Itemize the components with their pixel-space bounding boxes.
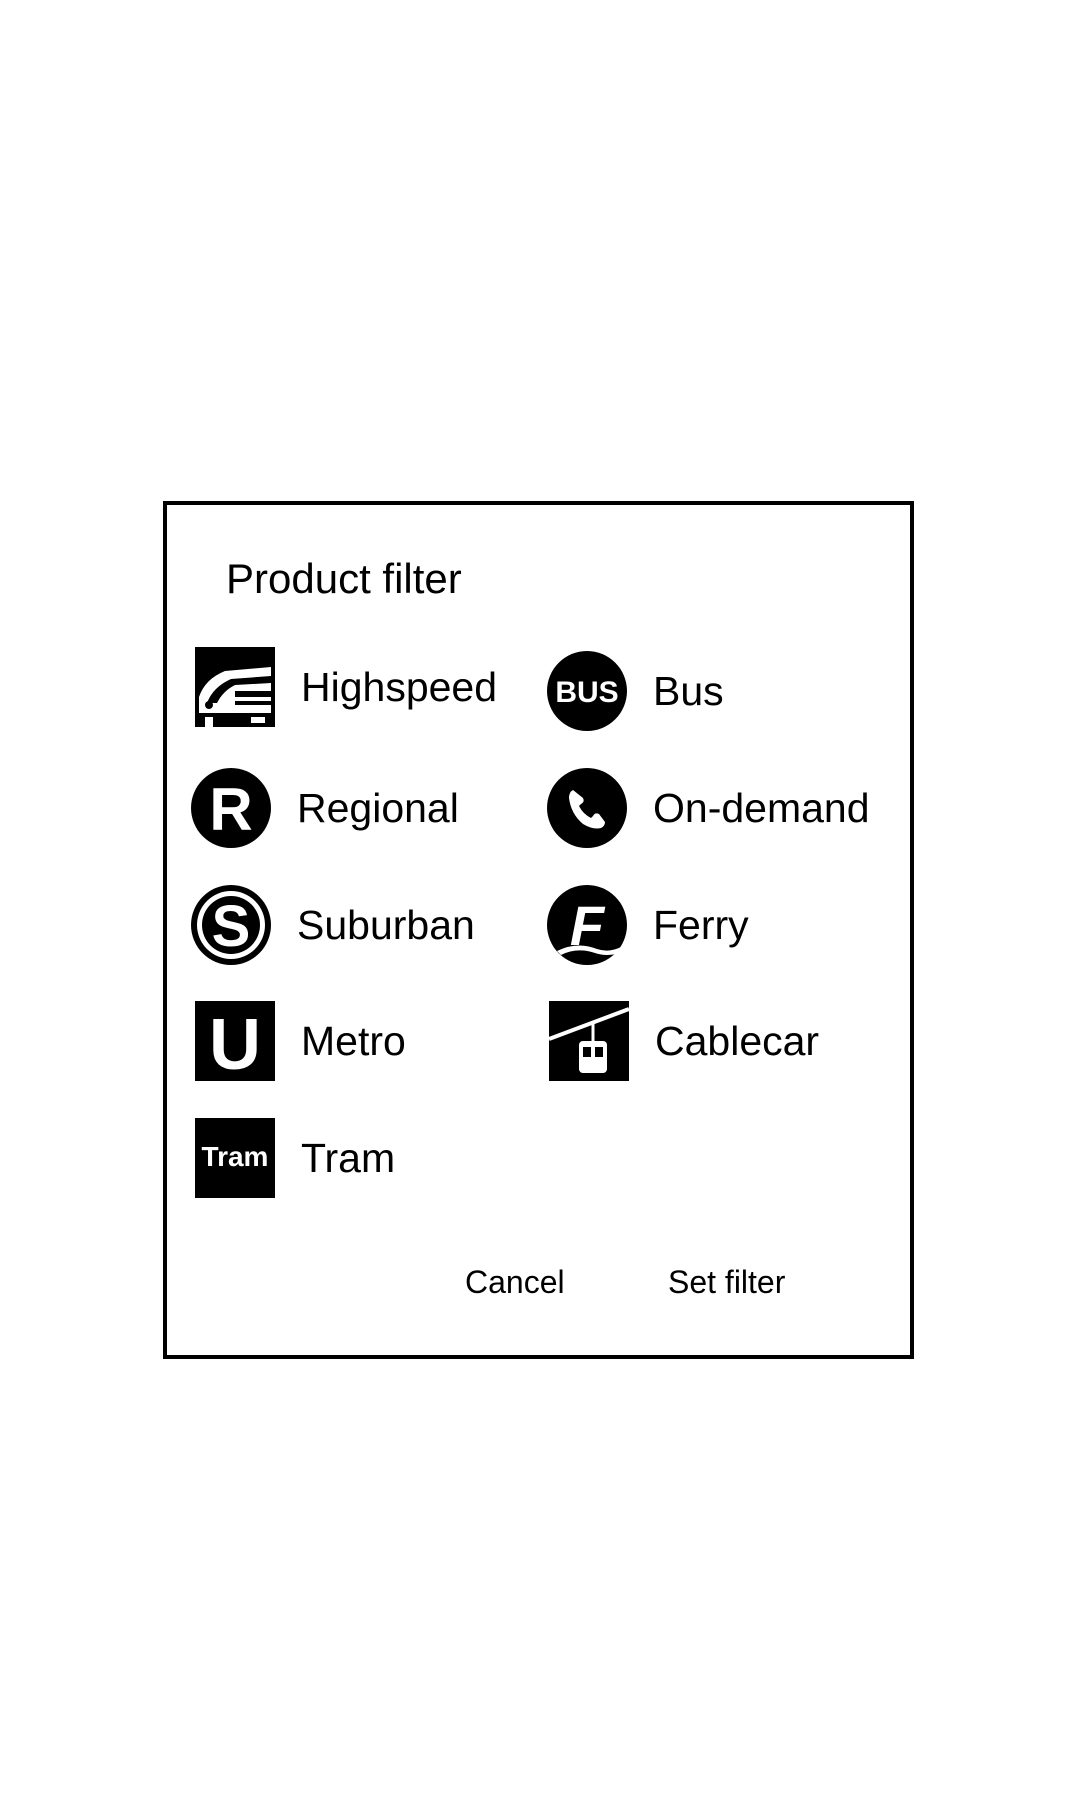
product-label: Metro — [301, 1018, 406, 1064]
product-item-metro[interactable]: U Metro — [195, 1001, 406, 1081]
product-filter-dialog — [163, 501, 914, 1359]
product-item-regional[interactable]: R Regional — [191, 768, 459, 848]
svg-text:U: U — [209, 1005, 261, 1081]
cablecar-icon — [549, 1001, 629, 1081]
product-label: Ferry — [653, 902, 749, 948]
product-label: Bus — [653, 668, 724, 714]
product-label: Cablecar — [655, 1018, 820, 1064]
highspeed-train-icon — [195, 647, 275, 727]
product-label: Highspeed — [301, 664, 498, 710]
regional-train-icon: R — [191, 768, 271, 848]
product-item-ferry[interactable]: F Ferry — [547, 885, 749, 965]
product-item-on-demand[interactable]: On-demand — [547, 768, 870, 848]
product-label: Regional — [297, 785, 459, 831]
suburban-train-icon: S — [191, 885, 271, 965]
tram-icon: Tram — [195, 1118, 275, 1198]
metro-icon: U — [195, 1001, 275, 1081]
phone-icon — [547, 768, 627, 848]
product-item-tram[interactable]: Tram Tram — [195, 1118, 395, 1198]
product-item-cablecar[interactable]: Cablecar — [549, 1001, 819, 1081]
product-label: Suburban — [297, 902, 475, 948]
set-filter-button[interactable]: Set filter — [668, 1264, 786, 1300]
product-label: On-demand — [653, 785, 870, 831]
product-item-bus[interactable]: BUS Bus — [547, 651, 724, 731]
svg-text:R: R — [209, 776, 252, 843]
svg-text:S: S — [212, 894, 251, 959]
bus-icon: BUS — [547, 651, 627, 731]
svg-text:BUS: BUS — [555, 676, 618, 709]
cancel-button[interactable]: Cancel — [465, 1264, 565, 1300]
product-label: Tram — [301, 1135, 396, 1181]
svg-text:Tram: Tram — [202, 1141, 269, 1172]
ferry-icon: F — [547, 885, 627, 965]
product-item-suburban[interactable]: S Suburban — [191, 885, 475, 965]
dialog-title: Product filter — [226, 555, 462, 602]
product-item-highspeed[interactable]: Highspeed — [195, 647, 497, 727]
